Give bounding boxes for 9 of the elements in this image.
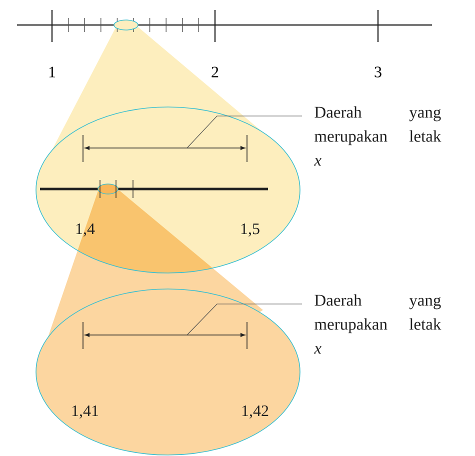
interval-arrow — [82, 322, 248, 350]
tick-label: 3 — [374, 66, 382, 78]
leader-line — [186, 116, 302, 148]
callout-text: Daerah yang merupakan letak x — [314, 294, 442, 354]
tick-label: 1 — [49, 66, 56, 78]
tick-label: 2 — [212, 66, 218, 78]
callout-text: Daerah yang merupakan letak x — [314, 106, 442, 166]
leader-line — [186, 304, 302, 336]
interval-arrow — [82, 134, 248, 162]
